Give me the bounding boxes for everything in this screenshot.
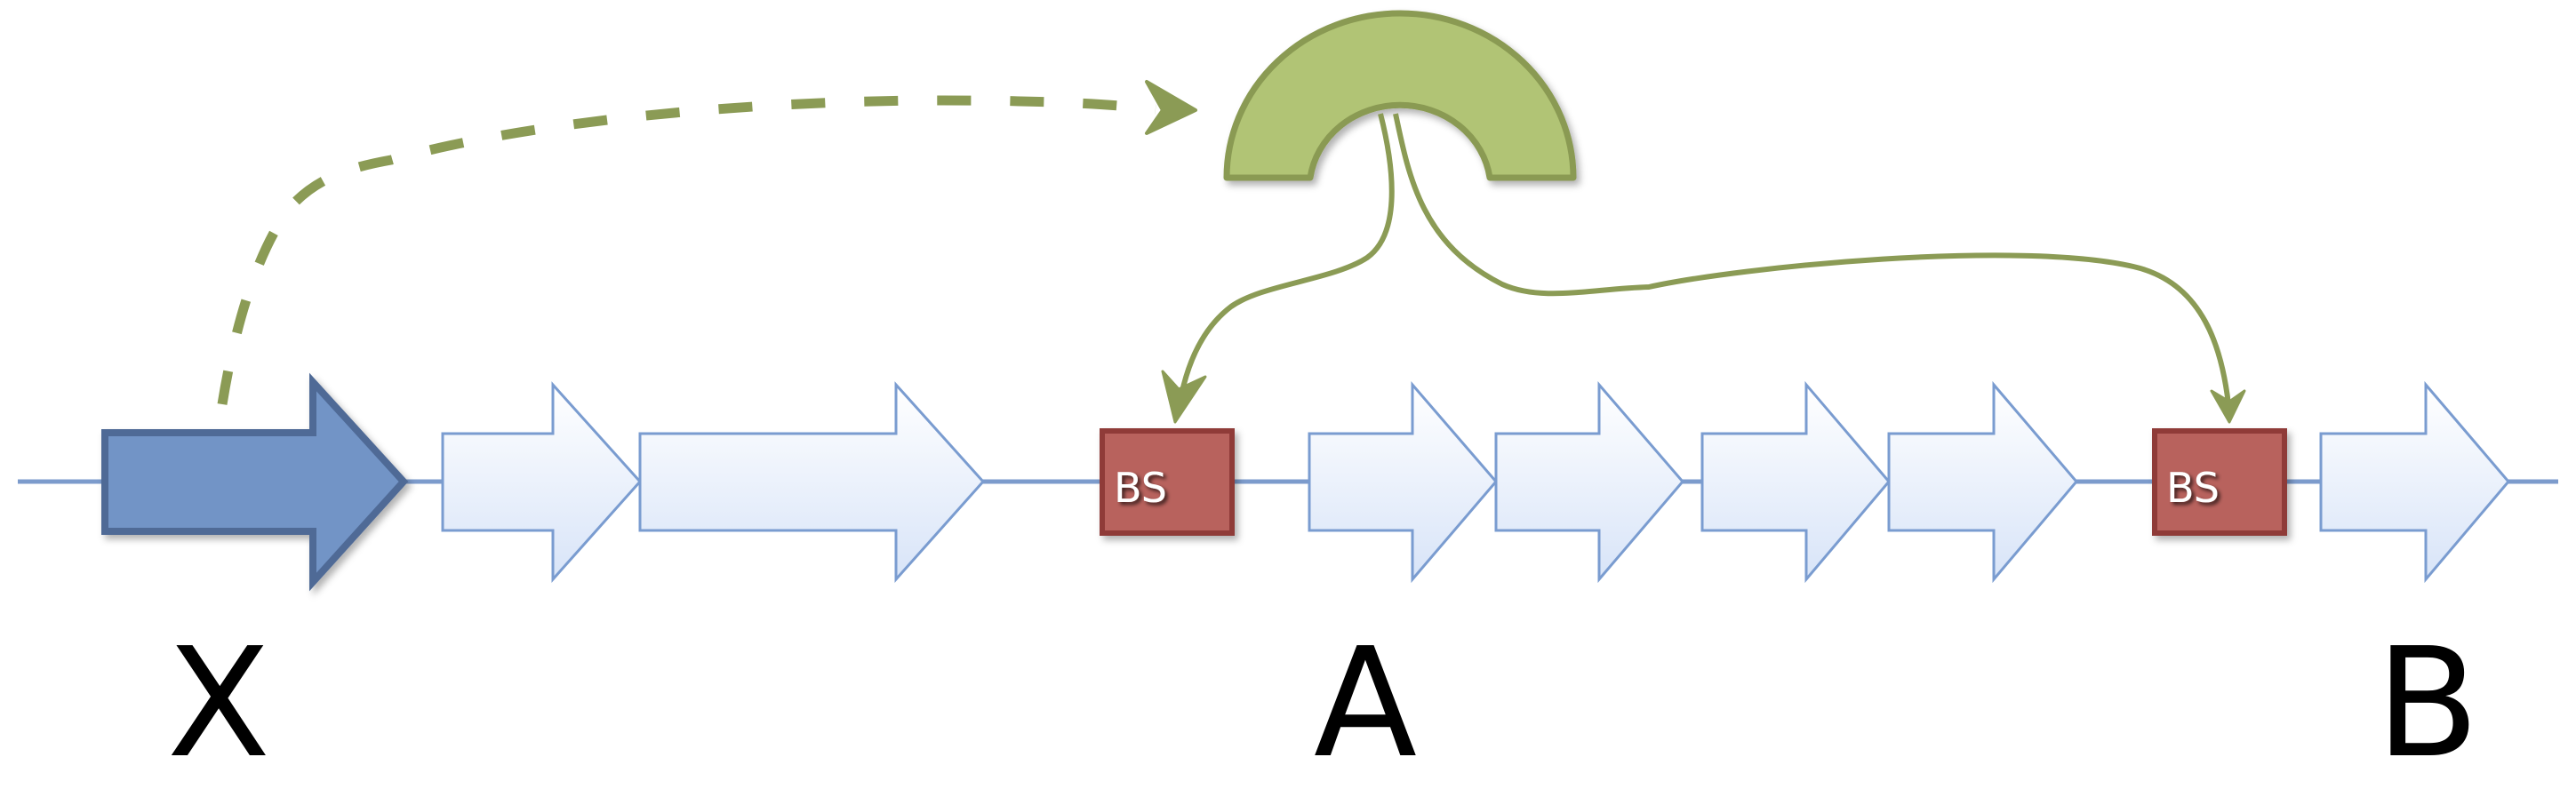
binding-site-2: BS — [2152, 428, 2287, 536]
gene-arrow-5 — [1700, 380, 1891, 584]
gene-arrow-4 — [1494, 380, 1684, 584]
binding-site-2-box — [2152, 428, 2287, 536]
expression-dashed-path — [217, 95, 1156, 405]
binding-arrow-1-head — [1161, 370, 1207, 424]
gene-arrow-2 — [638, 381, 986, 583]
gene-label-x: X — [167, 616, 270, 789]
regulatory-protein-shape — [1223, 10, 1577, 181]
binding-arrow-2-head — [2210, 389, 2246, 424]
binding-arrows — [1177, 113, 2231, 405]
expression-arrowhead — [1145, 80, 1197, 135]
gene-arrow-3 — [1308, 380, 1498, 584]
expression-dashed-arrow — [217, 80, 1197, 405]
binding-site-1: BS — [1100, 428, 1235, 536]
binding-site-2-label: BS — [2166, 464, 2220, 512]
gene-arrows — [441, 380, 2510, 584]
gene-arrow-6 — [1887, 380, 2078, 584]
binding-site-1-box — [1100, 428, 1235, 536]
gene-arrow-7 — [2319, 380, 2510, 584]
regulator-gene-x-arrow — [101, 372, 409, 592]
gene-arrow-1 — [441, 381, 643, 583]
gene-label-a: A — [1314, 616, 1417, 789]
binding-site-1-label: BS — [1114, 464, 1167, 512]
gene-label-b: B — [2376, 616, 2480, 789]
binding-arrow-2-path — [1393, 113, 2231, 405]
binding-arrow-1-path — [1177, 113, 1395, 405]
